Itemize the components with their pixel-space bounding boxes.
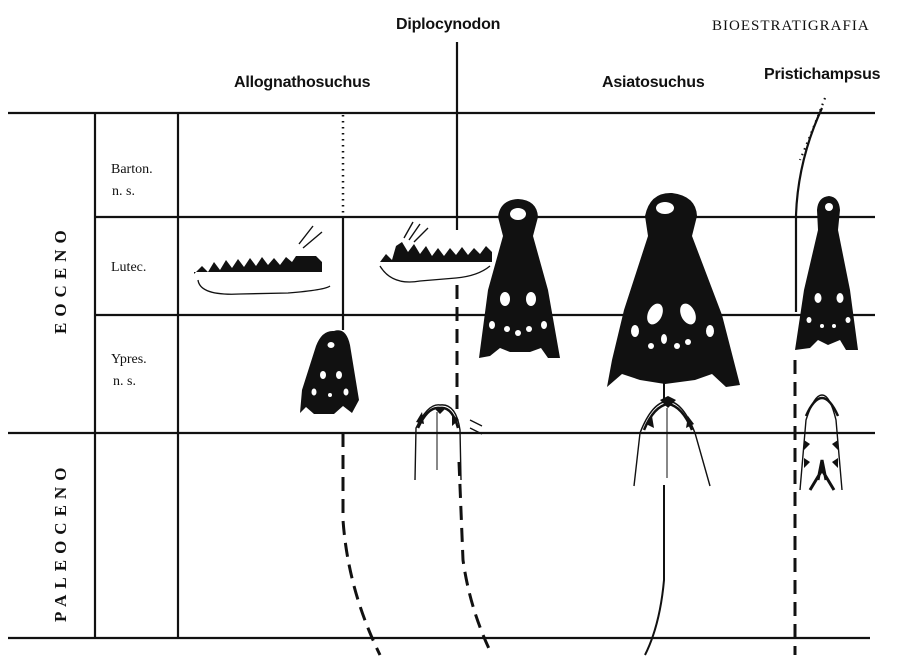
asiatosuchus-skull-fossil [607, 193, 740, 387]
allognathosuchus-dashed-range [343, 433, 380, 655]
taxon-label-asiatosuchus: Asiatosuchus [602, 74, 705, 92]
asiatosuchus-range-lower [645, 485, 664, 655]
taxon-label-pristichampsus: Pristichampsus [764, 66, 880, 84]
taxon-label-allognathosuchus: Allognathosuchus [234, 74, 370, 92]
pristichampsus-skull-fossil [795, 196, 858, 350]
taxon-label-diplocynodon: Diplocynodon [396, 16, 500, 34]
diplocynodon-skull-fossil [479, 199, 560, 358]
stage-label-lutec: Lutec. [111, 258, 146, 278]
range-lines [343, 42, 825, 655]
stage-label-ypres-ns: n. s. [113, 372, 136, 392]
pristichampsus-snout-fossil [800, 395, 842, 490]
asiatosuchus-snout-fossil [634, 396, 710, 486]
epoch-label-paleoceno: PALEOCENO [51, 462, 71, 622]
grid-lines [8, 113, 875, 638]
stage-label-barton: Barton. [111, 160, 153, 180]
allognathosuchus-jaw-fossil [194, 226, 330, 294]
stage-label-barton-ns: n. s. [112, 182, 135, 202]
diplocynodon-jaw-fossil [380, 222, 492, 282]
diplocynodon-snout-fossil [415, 405, 482, 480]
epoch-label-eoceno: EOCENO [51, 224, 71, 334]
page-title: BIOESTRATIGRAFIA [712, 18, 870, 35]
stage-label-ypres: Ypres. [111, 350, 147, 370]
allognathosuchus-skull-fossil [300, 330, 359, 414]
diplocynodon-dashed-range-lower [459, 462, 492, 655]
